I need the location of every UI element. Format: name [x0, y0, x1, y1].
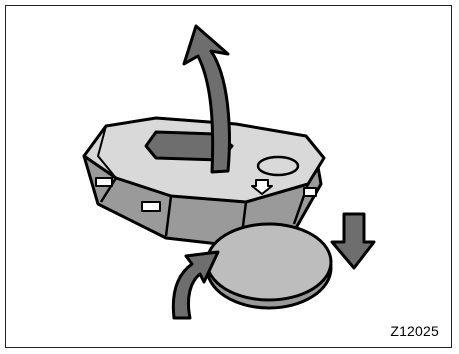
figure-frame: Z12025	[5, 5, 452, 348]
figure-code: Z12025	[390, 323, 439, 339]
battery-cell-icon	[207, 224, 331, 308]
remove-arrow-icon	[332, 214, 374, 268]
key-battery-illustration	[6, 6, 453, 349]
